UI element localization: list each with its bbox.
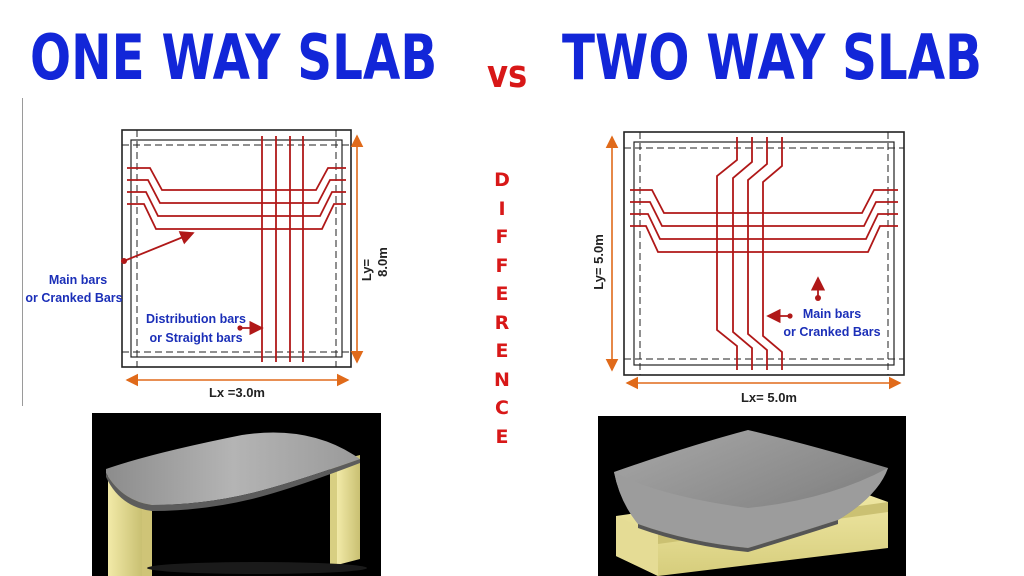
difference-vertical-text: D I F F E R E N C E (490, 166, 514, 451)
one-way-lx-label: Lx =3.0m (209, 385, 265, 400)
two-way-lx-label: Lx= 5.0m (741, 390, 797, 405)
difference-letter: D (494, 169, 510, 191)
one-way-slab-3d-illustration (106, 432, 367, 576)
one-way-distribution-label: or Straight bars (149, 331, 242, 345)
one-way-pointer-arrows (121, 231, 264, 336)
two-way-vertical-bars (716, 137, 783, 370)
two-way-main-bars-label: or Cranked Bars (783, 325, 880, 339)
one-way-slab-diagram: Main bars or Cranked Bars Distribution b… (25, 129, 390, 400)
one-way-dimension-lines (125, 134, 364, 387)
one-way-slab-3d-image (92, 413, 381, 576)
two-way-dimension-lines (605, 135, 902, 390)
one-way-main-bars-label: or Cranked Bars (25, 291, 122, 305)
difference-letter: C (495, 397, 509, 419)
difference-letter: E (495, 425, 509, 448)
title-two-way-slab: TWO WAY SLAB (562, 21, 983, 94)
difference-letter: F (495, 226, 509, 248)
title-one-way-slab: ONE WAY SLAB (30, 21, 438, 94)
two-way-main-bars-label: Main bars (803, 307, 861, 321)
two-way-pointer-arrows (766, 276, 826, 324)
one-way-main-bars-label: Main bars (49, 273, 107, 287)
difference-letter: E (495, 340, 509, 362)
difference-letter: I (498, 197, 506, 220)
two-way-ly-label: Ly= 5.0m (591, 234, 606, 290)
two-way-slab-3d-illustration (614, 430, 888, 576)
left-divider-line (22, 98, 23, 406)
two-way-horizontal-bars (630, 189, 898, 253)
one-way-main-bars (127, 167, 346, 230)
difference-letter: E (495, 283, 509, 305)
one-way-distribution-bars (261, 136, 304, 362)
difference-letter: N (494, 368, 510, 391)
two-way-slab-diagram: Main bars or Cranked Bars Ly= 5.0m Lx= 5… (591, 131, 905, 405)
one-way-distribution-label: Distribution bars (146, 312, 246, 326)
difference-letter: F (495, 254, 509, 277)
difference-letter: R (494, 311, 510, 334)
two-way-frame (623, 131, 905, 376)
title-vs: vs (487, 52, 528, 96)
one-way-ly-label: Ly= (359, 258, 374, 281)
one-way-ly-value: 8.0m (375, 247, 390, 277)
two-way-slab-3d-image (598, 416, 906, 576)
